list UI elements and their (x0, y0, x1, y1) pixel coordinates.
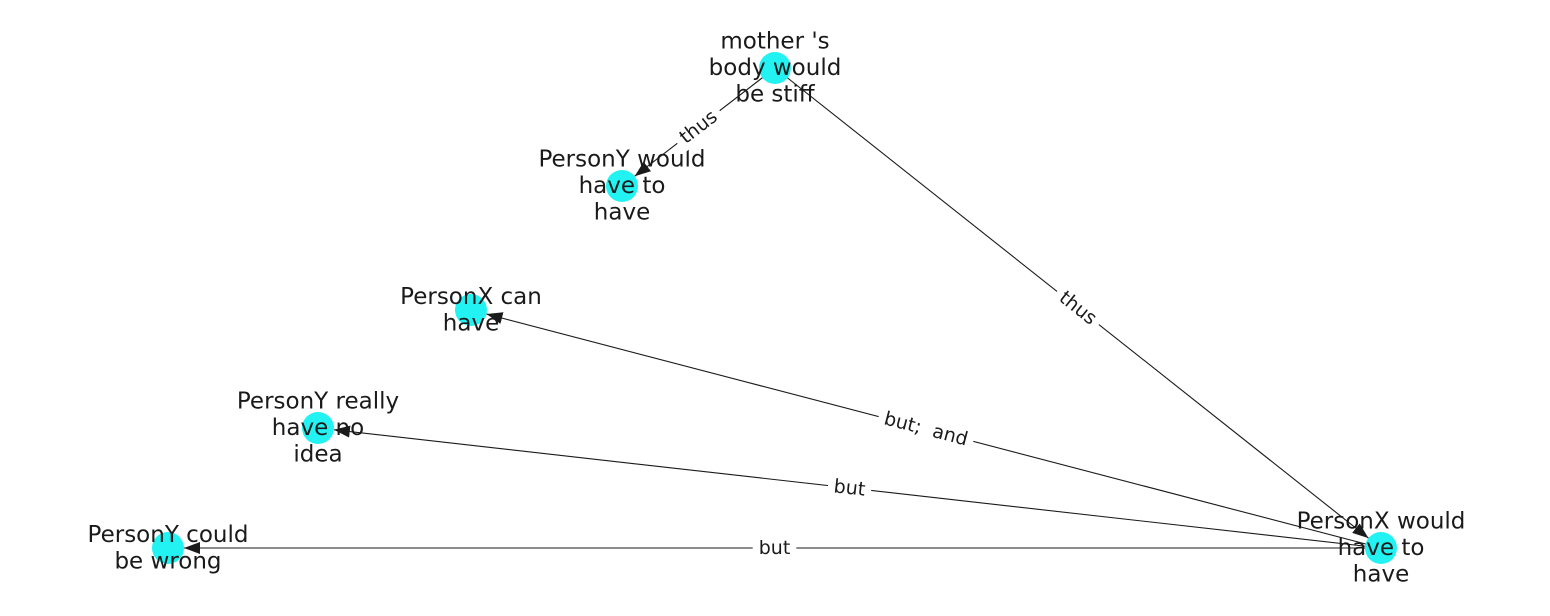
node-label-line: have to (1338, 535, 1425, 561)
edge-label: but; and (882, 408, 971, 451)
node-label-line: PersonX would (1297, 509, 1466, 535)
edge-label: but (759, 537, 791, 559)
edge-label-group: thus (1049, 282, 1107, 334)
node-n_x_can (455, 294, 487, 326)
nodes-layer (152, 52, 1397, 564)
node-label-line: PersonY could (88, 522, 249, 548)
node-label-line: be wrong (114, 548, 221, 574)
node-n_mother (759, 52, 791, 84)
edge-label-background (1049, 282, 1107, 334)
edge-label-group: thus (670, 101, 727, 153)
edge-label: but (833, 475, 867, 500)
node-label-line: body would (709, 55, 842, 81)
edge-label-background (752, 536, 797, 560)
node-label-line: mother 's (720, 29, 829, 55)
node-n_y_really (302, 412, 334, 444)
node-label-line: have no (272, 415, 364, 441)
edge-label-group: but (752, 536, 797, 560)
node-label-line: have (1353, 562, 1409, 588)
node-label-line: PersonY really (237, 389, 399, 415)
node-label-line: have (443, 310, 499, 336)
edges-layer (184, 67, 1382, 554)
edge-label-background (875, 405, 977, 453)
node-label-line: have (594, 200, 650, 226)
node-label-line: PersonY would (538, 147, 705, 173)
node-label-line: PersonX can (400, 284, 542, 310)
edge-labels-layer: thus thus but; and but but (670, 101, 1107, 560)
edge-label-group: but (826, 473, 873, 503)
node-label-line: idea (293, 442, 342, 468)
edge-label-background (826, 473, 873, 503)
edge-label-background (670, 101, 727, 153)
edge-label-group: but; and (875, 405, 977, 453)
node-n_x_have_to (1365, 532, 1397, 564)
node-label-line: be stiff (735, 82, 815, 108)
node-label-line: have to (579, 173, 666, 199)
node-n_y_have_to (606, 170, 638, 202)
node-n_y_wrong (152, 532, 184, 564)
